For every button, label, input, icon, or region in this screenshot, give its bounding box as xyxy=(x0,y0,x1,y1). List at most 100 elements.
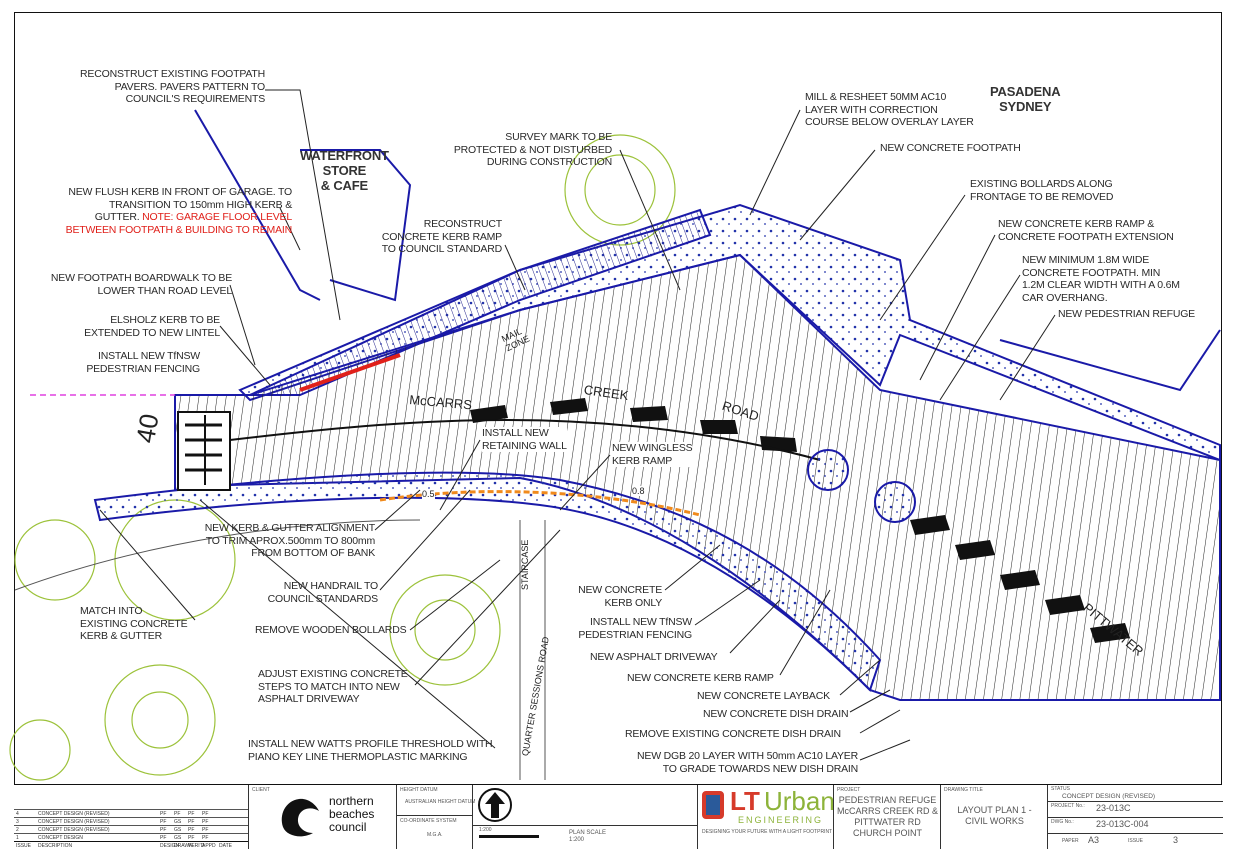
revision-header-design: DESIGN xyxy=(160,843,180,849)
staircase-label: STAIRCASE xyxy=(520,539,530,590)
drawing-number: 23-013C-004 xyxy=(1096,819,1149,829)
note-garage-level: NOTE: GARAGE FLOOR LEVEL BETWEEN FOOTPAT… xyxy=(65,211,293,236)
note-layback: NEW CONCRETE LAYBACK xyxy=(697,690,830,702)
coord-label: CO-ORDINATE SYSTEM xyxy=(400,818,457,824)
client-name: northern beaches council xyxy=(329,794,375,834)
revision-design: PF xyxy=(160,811,167,817)
north-arrow-icon xyxy=(478,788,512,822)
revision-design: PF xyxy=(160,819,167,825)
note-elsholz-kerb: ELSHOLZ KERB TO BE EXTENDED TO NEW LINTE… xyxy=(84,314,220,339)
coord-system: M.G.A. xyxy=(427,832,443,838)
revision-drawn: GS xyxy=(174,819,182,825)
scale-bar xyxy=(479,835,539,838)
height-datum: AUSTRALIAN HEIGHT DATUM xyxy=(405,799,476,805)
revision-drawn: GS xyxy=(174,827,182,833)
note-bollards-removed: EXISTING BOLLARDS ALONG FRONTAGE TO BE R… xyxy=(970,178,1114,203)
note-adjust-steps: ADJUST EXISTING CONCRETE STEPS TO MATCH … xyxy=(258,668,408,705)
note-kerb-only: NEW CONCRETE KERB ONLY xyxy=(578,584,662,609)
revision-header-approved: APPD xyxy=(202,843,216,849)
note-handrail: NEW HANDRAIL TO COUNCIL STANDARDS xyxy=(267,580,379,605)
revision-header-verified: VERI'D xyxy=(188,843,205,849)
drawing-title-label: DRAWING TITLE xyxy=(944,787,983,793)
council-logo-icon xyxy=(281,798,319,837)
note-min-footpath: NEW MINIMUM 1.8M WIDE CONCRETE FOOTPATH.… xyxy=(1022,254,1180,304)
note-kerb-alignment: NEW KERB & GUTTER ALIGNMENT TO TRIM APRO… xyxy=(204,522,375,559)
revision-description: CONCEPT DESIGN (REVISED) xyxy=(38,811,110,817)
project-label: PROJECT xyxy=(837,787,861,793)
note-wingless-ramp: NEW WINGLESS KERB RAMP xyxy=(612,442,693,467)
note-asphalt-driveway: NEW ASPHALT DRIVEWAY xyxy=(590,651,718,663)
building-label: WATERFRONT STORE & CAFE xyxy=(300,148,389,193)
revision-approved: PF xyxy=(202,827,209,833)
note-reconstruct-pavers: RECONSTRUCT EXISTING FOOTPATH PAVERS. PA… xyxy=(80,68,265,105)
revision-verified: PF xyxy=(188,819,195,825)
client-panel: CLIENT northern beaches council xyxy=(248,785,396,849)
note-new-footpath: NEW CONCRETE FOOTPATH xyxy=(880,142,1021,154)
status-panel: STATUS CONCEPT DESIGN (REVISED) PROJECT … xyxy=(1047,785,1223,849)
note-mill-resheet: MILL & RESHEET 50MM AC10 LAYER WITH CORR… xyxy=(805,91,974,128)
revision-drawn: PF xyxy=(174,811,181,817)
firm-name-urban: Urban xyxy=(764,786,835,816)
level-label: 0.5 xyxy=(422,489,435,499)
note-wooden-bollards: REMOVE WOODEN BOLLARDS xyxy=(255,624,407,636)
note-match-kerb: MATCH INTO EXISTING CONCRETE KERB & GUTT… xyxy=(80,605,188,642)
issue-number: 3 xyxy=(1173,835,1179,845)
revision-design: PF xyxy=(160,835,167,841)
revision-verified: PF xyxy=(188,811,195,817)
issue-label: ISSUE xyxy=(1128,838,1144,844)
status-value: CONCEPT DESIGN (REVISED) xyxy=(1062,793,1156,800)
project-panel: PROJECT PEDESTRIAN REFUGE McCARRS CREEK … xyxy=(833,785,940,849)
revision-issue: 1 xyxy=(16,835,19,841)
level-label: 0.8 xyxy=(632,486,645,496)
revision-description: CONCEPT DESIGN (REVISED) xyxy=(38,819,110,825)
revision-header-issue: ISSUE xyxy=(16,843,32,849)
refuge-island xyxy=(807,449,849,491)
note-dgb-layer: NEW DGB 20 LAYER WITH 50mm AC10 LAYER TO… xyxy=(637,750,858,775)
drawing-title-panel: DRAWING TITLE LAYOUT PLAN 1 - CIVIL WORK… xyxy=(940,785,1047,849)
note-remove-dish-drain: REMOVE EXISTING CONCRETE DISH DRAIN xyxy=(625,728,841,740)
note-retaining-wall: INSTALL NEW RETAINING WALL xyxy=(482,427,567,452)
firm-name-engineering: ENGINEERING xyxy=(738,815,824,825)
refuge-island xyxy=(874,481,916,523)
client-label: CLIENT xyxy=(252,787,270,793)
note-dish-drain: NEW CONCRETE DISH DRAIN xyxy=(703,708,849,720)
locality-label: PASADENA SYDNEY xyxy=(990,84,1061,114)
note-flush-kerb-text: NEW FLUSH KERB IN FRONT OF GARAGE. TO TR… xyxy=(68,186,292,223)
revision-issue: 3 xyxy=(16,819,19,825)
revision-description: CONCEPT DESIGN (REVISED) xyxy=(38,827,110,833)
firm-name-lt: LT xyxy=(730,786,760,816)
firm-tagline: DESIGNING YOUR FUTURE WITH A LIGHT FOOTP… xyxy=(702,829,833,835)
scale-bar-label: 1:200 xyxy=(479,827,492,833)
paper-label: PAPER xyxy=(1062,838,1079,844)
revision-header-description: DESCRIPTION xyxy=(38,843,73,849)
revision-header-drawn: DRAWN xyxy=(174,843,193,849)
note-kerb-ramp: NEW CONCRETE KERB RAMP xyxy=(627,672,774,684)
note-watts-profile: INSTALL NEW WATTS PROFILE THRESHOLD WITH… xyxy=(248,738,493,763)
note-fencing-left: INSTALL NEW TfNSW PEDESTRIAN FENCING xyxy=(86,350,200,375)
project-no-label: PROJECT No.: xyxy=(1051,803,1085,809)
note-flush-kerb: NEW FLUSH KERB IN FRONT OF GARAGE. TO TR… xyxy=(20,186,293,236)
revision-issue: 2 xyxy=(16,827,19,833)
project-number: 23-013C xyxy=(1096,803,1131,813)
firm-logo-icon xyxy=(702,791,724,819)
revision-description: CONCEPT DESIGN xyxy=(38,835,83,841)
leader-lines xyxy=(99,89,1056,761)
revision-drawn: GS xyxy=(174,835,182,841)
revision-issue: 4 xyxy=(16,811,19,817)
plan-scale-label: PLAN SCALE xyxy=(569,830,607,836)
note-fencing-right: INSTALL NEW TfNSW PEDESTRIAN FENCING xyxy=(578,616,692,641)
firm-logo: LT Urban ENGINEERING DESIGNING YOUR FUTU… xyxy=(697,785,835,849)
project-name: PEDESTRIAN REFUGE McCARRS CREEK RD & PIT… xyxy=(836,795,938,838)
note-kerb-ramp-extension: NEW CONCRETE KERB RAMP & CONCRETE FOOTPA… xyxy=(998,218,1174,243)
note-reconstruct-ramp: RECONSTRUCT CONCRETE KERB RAMP TO COUNCI… xyxy=(381,218,502,255)
building-outlines xyxy=(194,109,1221,392)
south-footpath xyxy=(93,471,882,692)
piano-key-marking xyxy=(470,398,1130,643)
